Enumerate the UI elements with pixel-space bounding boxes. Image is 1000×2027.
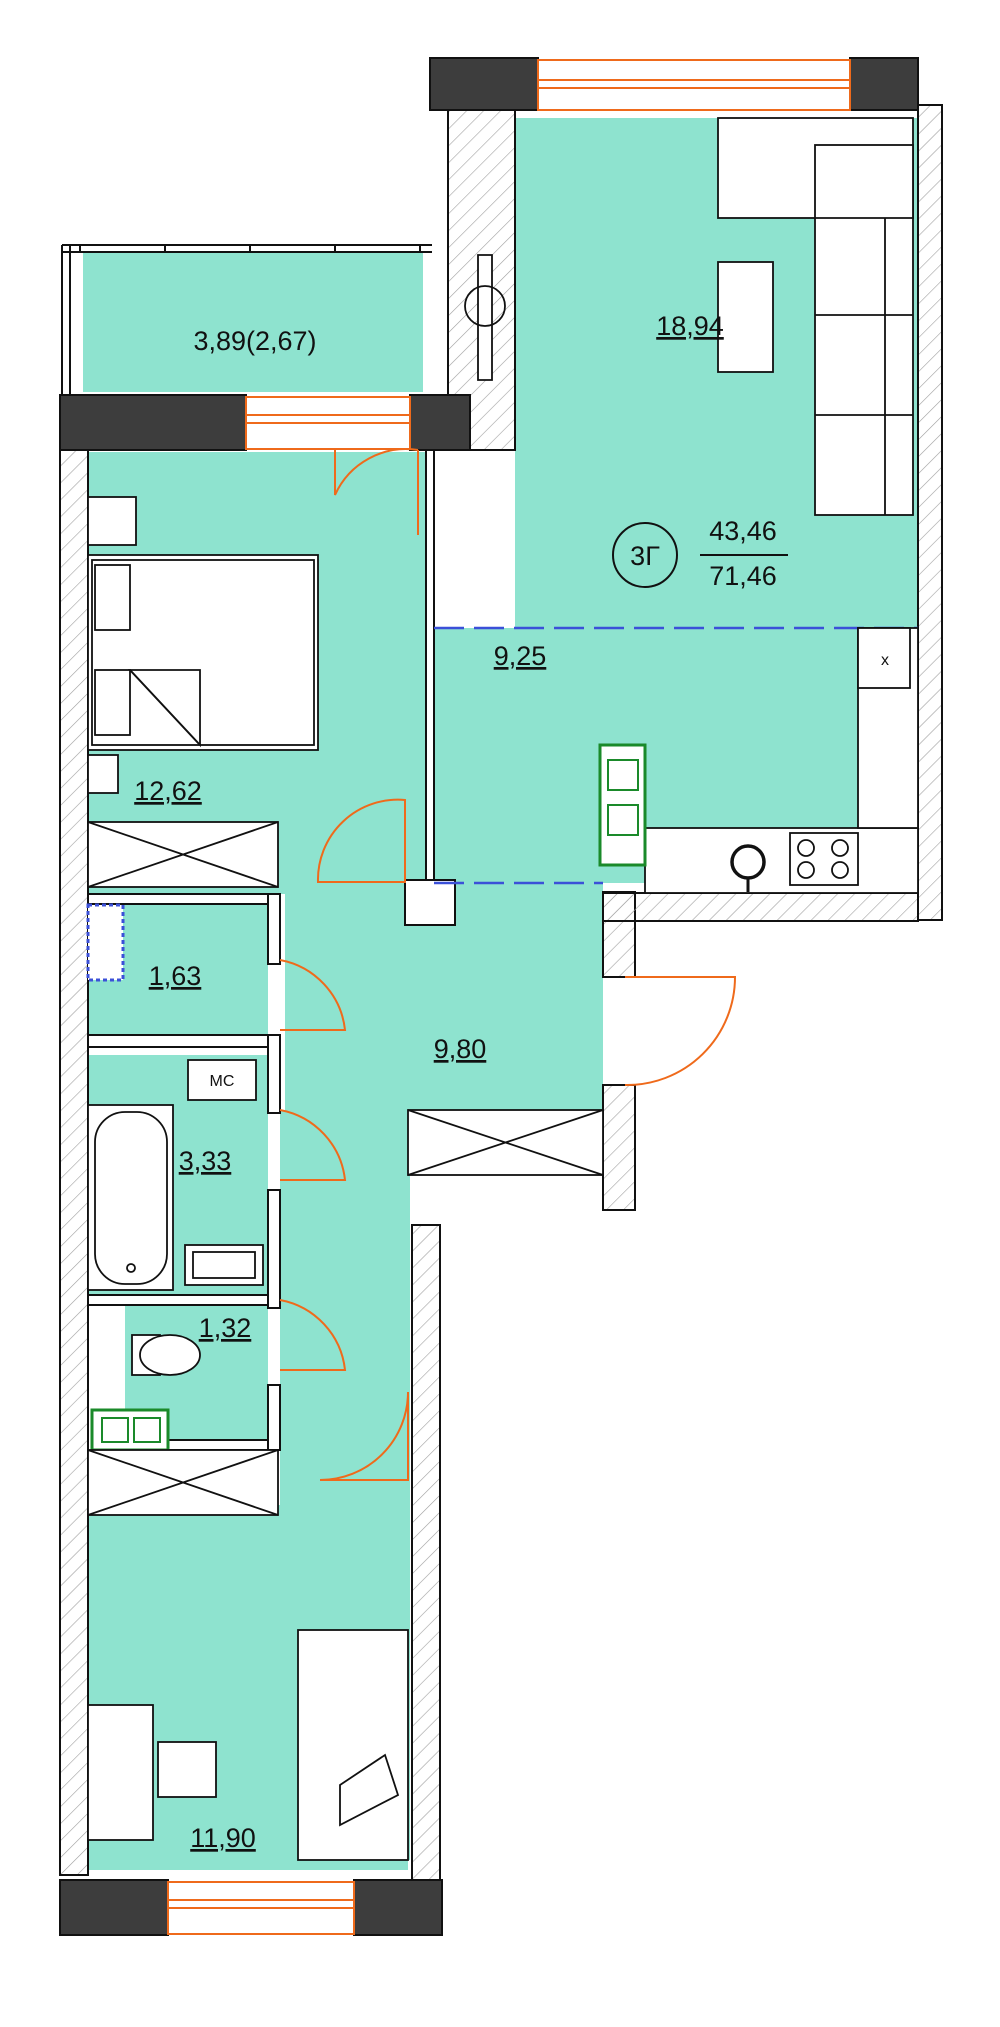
water-heater	[90, 1408, 170, 1452]
label-fridge: х	[881, 652, 889, 669]
wet-block-east-wall-1	[267, 893, 281, 965]
apartment-badge: 3Г 43,46 71,46	[612, 516, 788, 591]
label-bathroom: 3,33	[179, 1146, 232, 1176]
doors	[279, 448, 737, 1481]
window-bedroom-2	[167, 1881, 355, 1935]
column-sw	[59, 1879, 169, 1936]
single-bed	[297, 1629, 409, 1861]
total-area: 71,46	[709, 561, 777, 591]
label-balcony: 3,89(2,67)	[193, 326, 316, 356]
wet-block-east-wall-2	[267, 1034, 281, 1114]
door-entrance	[624, 976, 737, 1087]
label-living-room: 18,94	[656, 311, 724, 341]
east-lower-wall	[411, 1224, 441, 1881]
columns	[59, 57, 919, 1936]
shower-tray	[86, 903, 125, 982]
desk	[87, 1704, 154, 1841]
door-laundry	[279, 959, 347, 1031]
washbasin	[184, 1244, 264, 1286]
toilet-bowl	[131, 1334, 201, 1376]
wardrobe-bedroom-1	[87, 821, 279, 888]
sink-icon	[730, 844, 766, 892]
interior-walls	[87, 439, 456, 1451]
label-laundry: 1,63	[149, 961, 202, 991]
label-bedroom-1: 12,62	[134, 776, 202, 806]
type-code: 3Г	[630, 541, 660, 571]
door-bathroom	[279, 1109, 347, 1181]
bedroom-1-east-wall	[425, 439, 435, 881]
balcony-railing	[61, 244, 432, 395]
living-area: 43,46	[709, 516, 777, 546]
zone-lines	[434, 626, 918, 885]
type-badge-circle	[612, 522, 678, 588]
nightstand-1	[87, 496, 137, 546]
room-labels: 3,89(2,67) 18,94 9,25 12,62 1,63 9,80 3,…	[134, 311, 889, 1853]
label-hallway: 9,80	[434, 1034, 487, 1064]
column-nw-1	[59, 394, 247, 451]
furniture	[86, 117, 919, 1861]
column-ne-2	[849, 57, 919, 111]
boiler-icon	[598, 743, 647, 867]
column-se	[353, 1879, 443, 1936]
chair	[157, 1741, 217, 1798]
door-bedroom-2	[319, 1391, 409, 1481]
wardrobe-hall	[407, 1109, 604, 1176]
bathtub	[87, 1104, 174, 1291]
bathroom-south-wall	[87, 1294, 269, 1306]
wet-block-east-wall-3	[267, 1189, 281, 1309]
wardrobe-corridor	[87, 1449, 279, 1516]
window-living-room	[537, 59, 851, 111]
label-toilet: 1,32	[199, 1313, 252, 1343]
east-exterior-wall	[917, 104, 943, 921]
door-toilet	[279, 1299, 347, 1371]
mc-box	[187, 1059, 257, 1101]
label-mc: МС	[210, 1073, 235, 1090]
door-bedroom-1	[316, 798, 406, 883]
door-balcony	[334, 448, 419, 496]
double-bed	[87, 554, 319, 751]
label-bedroom-2: 11,90	[190, 1823, 256, 1853]
windows	[167, 59, 851, 1935]
entry-wall-lower	[602, 1084, 636, 1211]
coffee-table	[717, 261, 774, 373]
hatched-walls	[59, 104, 943, 1881]
wet-block-east-wall-4	[267, 1384, 281, 1451]
sofa	[717, 117, 914, 516]
tv-stand	[464, 254, 506, 381]
hall-partition	[404, 879, 456, 926]
column-ne-1	[429, 57, 539, 111]
window-bedroom-1	[245, 396, 411, 450]
kitchen-counter	[644, 627, 919, 894]
kitchen-south-wall	[602, 892, 919, 922]
nightstand-2	[87, 754, 119, 794]
column-nw-2	[409, 394, 471, 451]
balcony-floor	[83, 252, 423, 392]
laundry-south-wall	[87, 1034, 269, 1048]
stove-icon	[789, 832, 859, 886]
label-kitchen: 9,25	[494, 641, 547, 671]
bedroom-1-south-wall	[87, 893, 269, 905]
west-exterior-wall	[59, 404, 89, 1876]
